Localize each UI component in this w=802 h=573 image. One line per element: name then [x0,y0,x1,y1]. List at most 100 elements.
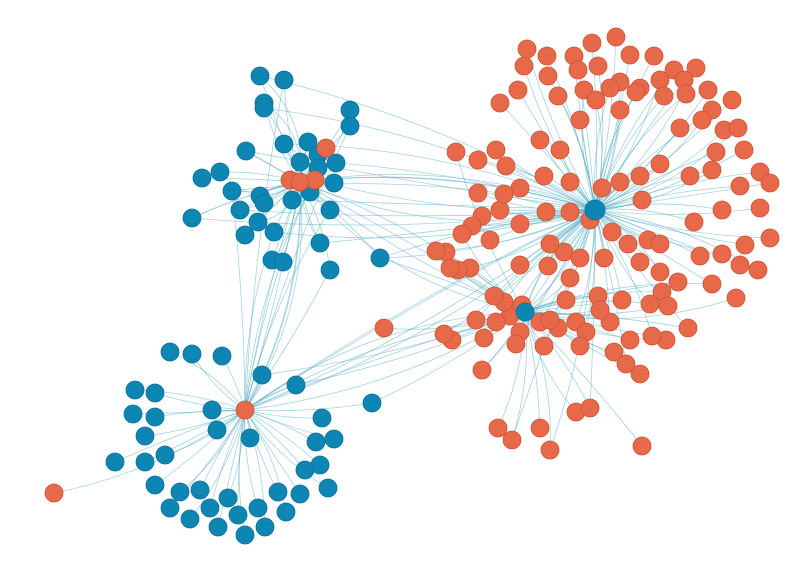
blue-node [202,400,222,420]
node-layer [44,27,780,545]
blue-node [123,404,143,424]
blue-node [254,98,274,118]
blue-node [248,498,268,518]
orange-node [510,178,530,198]
orange-node [610,100,630,120]
blue-node [268,482,288,502]
blue-node [286,375,306,395]
orange-node [712,200,732,220]
blue-node [298,132,318,152]
orange-node [698,80,718,100]
network-edge [314,179,596,212]
orange-node [494,184,514,204]
orange-node [530,130,550,150]
orange-node [650,262,670,282]
network-edge [237,409,246,516]
network-edge [244,311,526,411]
hub-blue-upper [290,172,310,192]
orange-node [548,86,568,106]
orange-node [680,166,700,186]
blue-node [208,517,228,537]
blue-node [320,200,340,220]
blue-node [207,420,227,440]
hub-orange-mid [515,302,535,322]
orange-node [570,248,590,268]
blue-node [145,407,165,427]
blue-node [200,498,220,518]
orange-node [630,364,650,384]
orange-node [472,360,492,380]
orange-node [580,398,600,418]
orange-node [536,202,556,222]
orange-node [568,60,588,80]
blue-node [320,260,340,280]
orange-node [712,244,732,264]
network-edge [594,203,723,211]
orange-node [642,326,662,346]
orange-node [510,214,530,234]
blue-node [340,100,360,120]
blue-node [170,482,190,502]
blue-node [235,225,255,245]
blue-node [255,517,275,537]
orange-node [600,78,620,98]
blue-node [182,208,202,228]
orange-node [644,46,664,66]
network-edge [526,48,596,211]
network-edge [524,311,541,429]
network-edge [263,107,596,211]
network-edge [244,79,285,411]
orange-node [374,318,394,338]
network-edge [581,89,596,211]
orange-node [588,56,608,76]
orange-node [452,224,472,244]
network-edge [594,129,725,211]
orange-node [684,212,704,232]
orange-node [678,318,698,338]
blue-node [310,233,330,253]
blue-node [254,193,274,213]
orange-node [702,160,722,180]
network-edge [154,392,246,411]
orange-node [538,66,558,86]
orange-node [722,90,742,110]
orange-node [594,248,614,268]
blue-node [318,478,338,498]
hub-orange-right [584,199,606,221]
network-edge [335,162,596,211]
network-edge [524,299,623,313]
blue-node [228,505,248,525]
orange-node [606,27,626,47]
orange-node [468,150,488,170]
blue-node [145,475,165,495]
orange-node [735,235,755,255]
network-edge [435,209,596,252]
blue-node [105,452,125,472]
orange-node [760,228,780,248]
orange-node [486,312,506,332]
network-edge [114,409,246,463]
orange-node [650,70,670,90]
network-edge [524,300,651,313]
blue-node [276,502,296,522]
orange-node [530,418,550,438]
blue-node [250,66,270,86]
orange-node [474,328,494,348]
orange-node [734,140,754,160]
blue-node [252,365,272,385]
blue-node [312,408,332,428]
blue-node [324,429,344,449]
orange-node [514,56,534,76]
blue-node [222,181,242,201]
blue-node [282,190,302,210]
orange-node [630,166,650,186]
blue-node [160,498,180,518]
blue-node [340,116,360,136]
network-edge [594,169,713,211]
blue-node [230,200,250,220]
orange-node [570,110,590,130]
network-edge [593,87,611,211]
network-edge [259,75,301,183]
orange-node [560,268,580,288]
orange-node [760,173,780,193]
